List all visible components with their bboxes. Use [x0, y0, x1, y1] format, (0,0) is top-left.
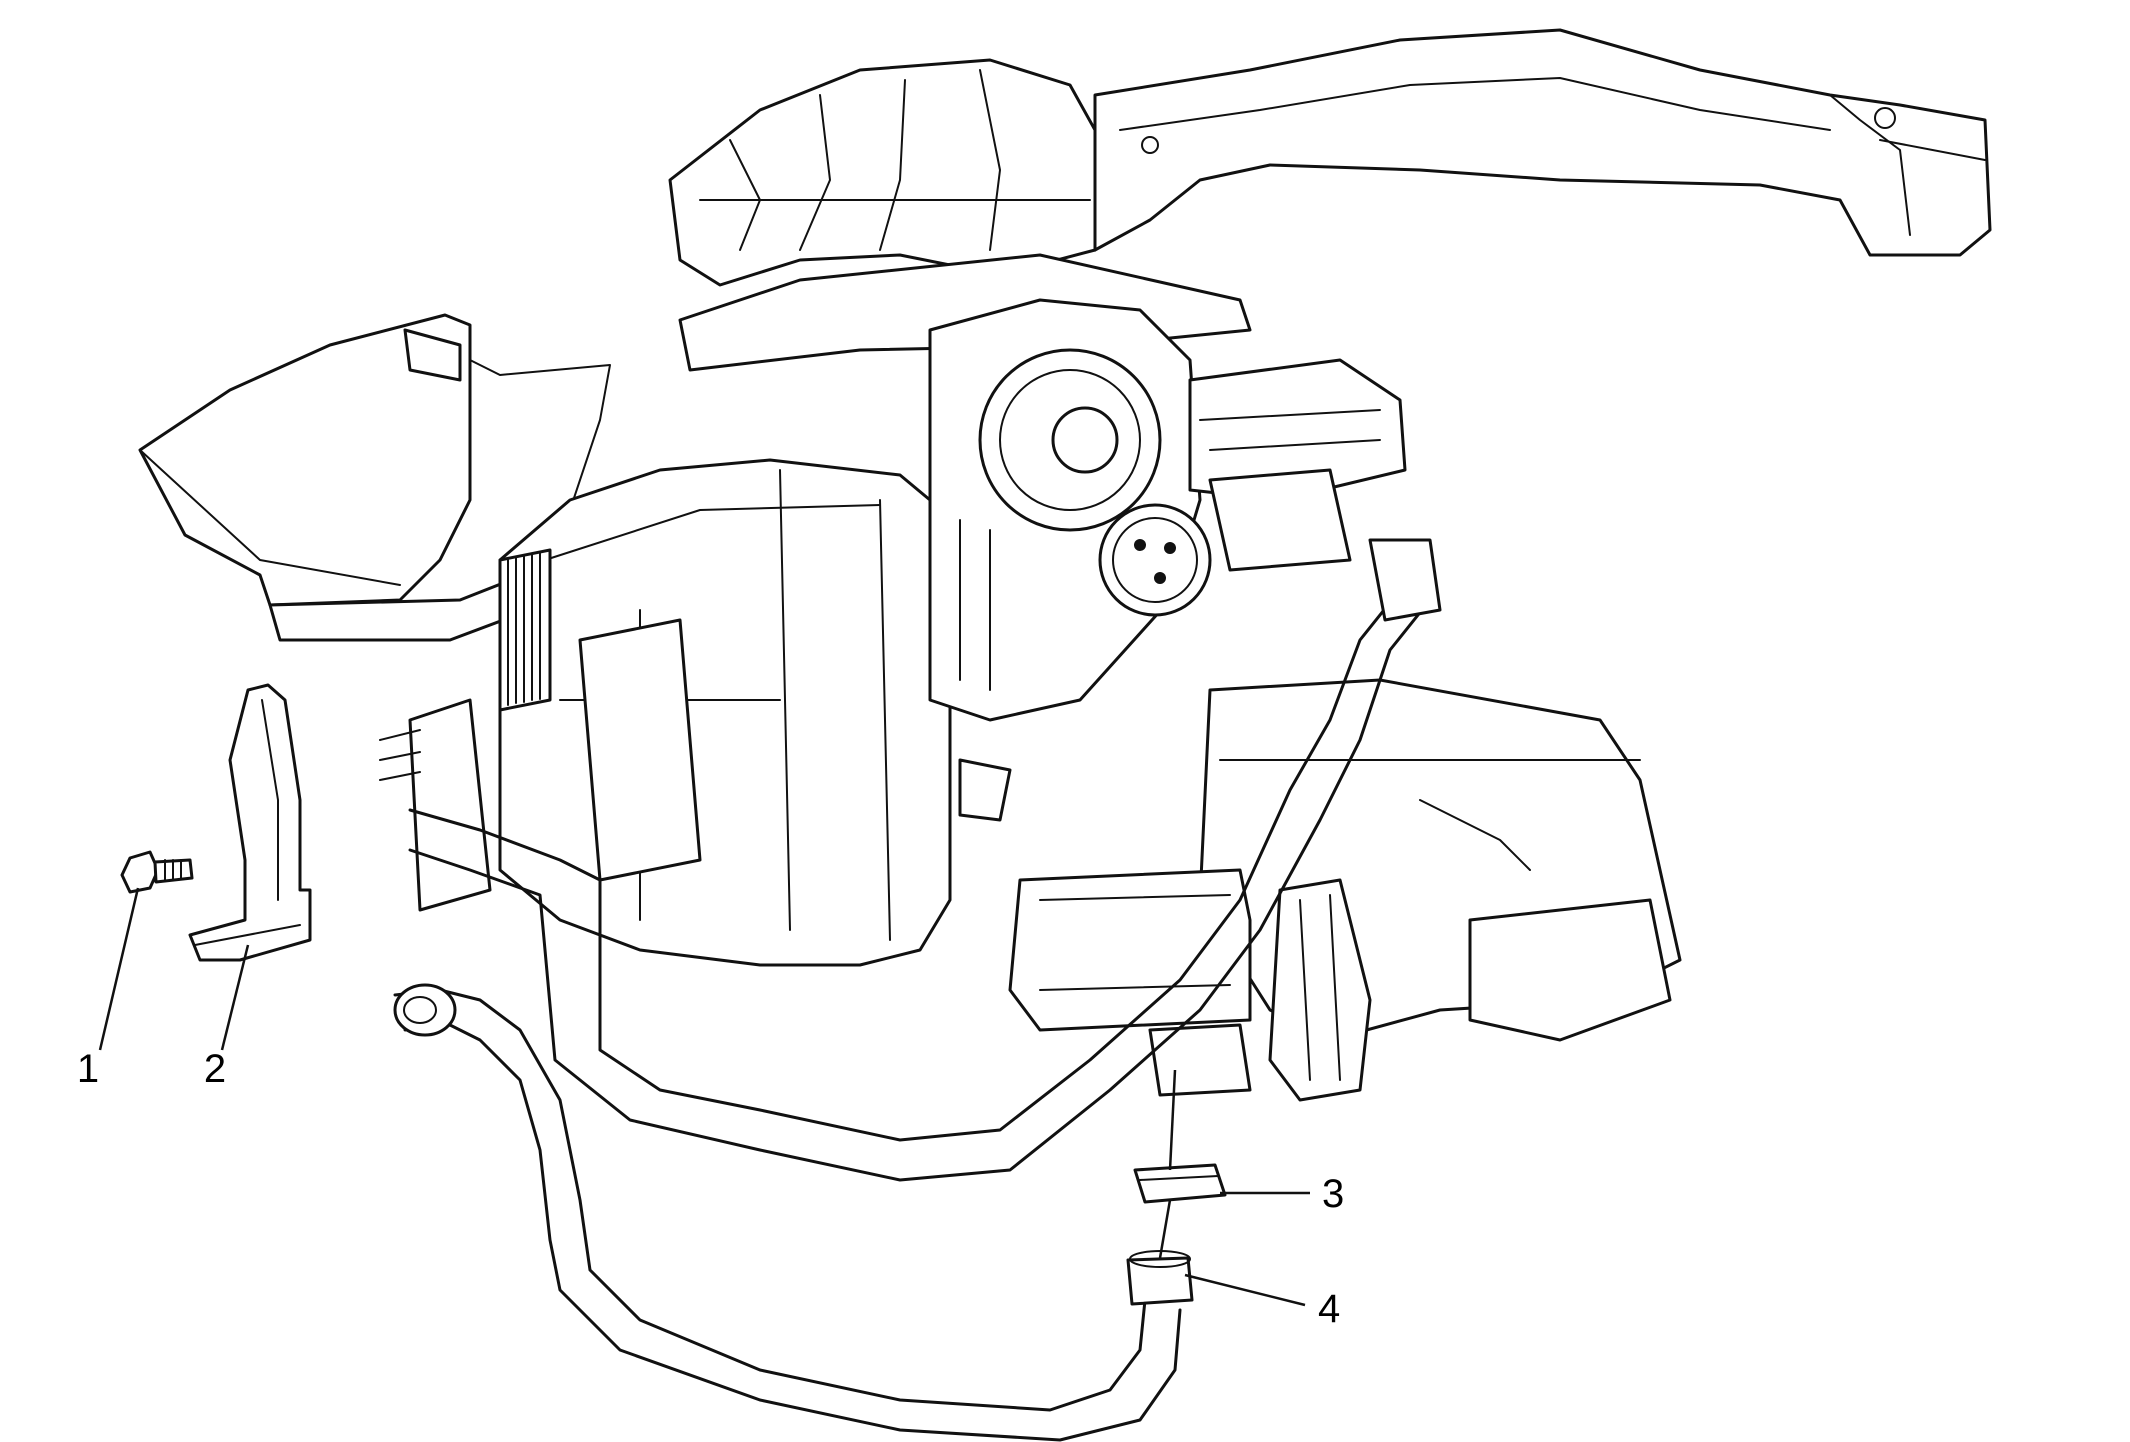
heater-hose-lower	[393, 983, 1194, 1442]
mode-actuator-gears	[928, 298, 1212, 722]
side-cover-bracket	[188, 683, 312, 962]
leader-lines	[98, 887, 1310, 1307]
actuator-housing	[1008, 868, 1372, 1102]
leader-3a	[1168, 1069, 1177, 1171]
callout-1: 1	[77, 1047, 99, 1091]
control-module	[1188, 358, 1407, 572]
bolt	[120, 850, 194, 894]
callout-labels: 1 2 3 4	[77, 1047, 1344, 1331]
hvac-case	[379, 458, 952, 967]
callout-2: 2	[204, 1047, 226, 1091]
leader-4	[1184, 1273, 1306, 1307]
leader-2	[220, 944, 250, 1051]
left-outlet-duct	[138, 313, 612, 642]
leader-1	[98, 887, 140, 1051]
callout-3: 3	[1322, 1172, 1344, 1216]
leader-3c	[1158, 1199, 1172, 1259]
evaporator-core	[498, 548, 552, 712]
callout-4: 4	[1318, 1287, 1340, 1331]
hose-clip	[1133, 1163, 1227, 1204]
floor-duct	[1198, 678, 1682, 1042]
upper-air-duct	[1093, 28, 1992, 257]
heater-hose-upper	[408, 538, 1442, 1182]
